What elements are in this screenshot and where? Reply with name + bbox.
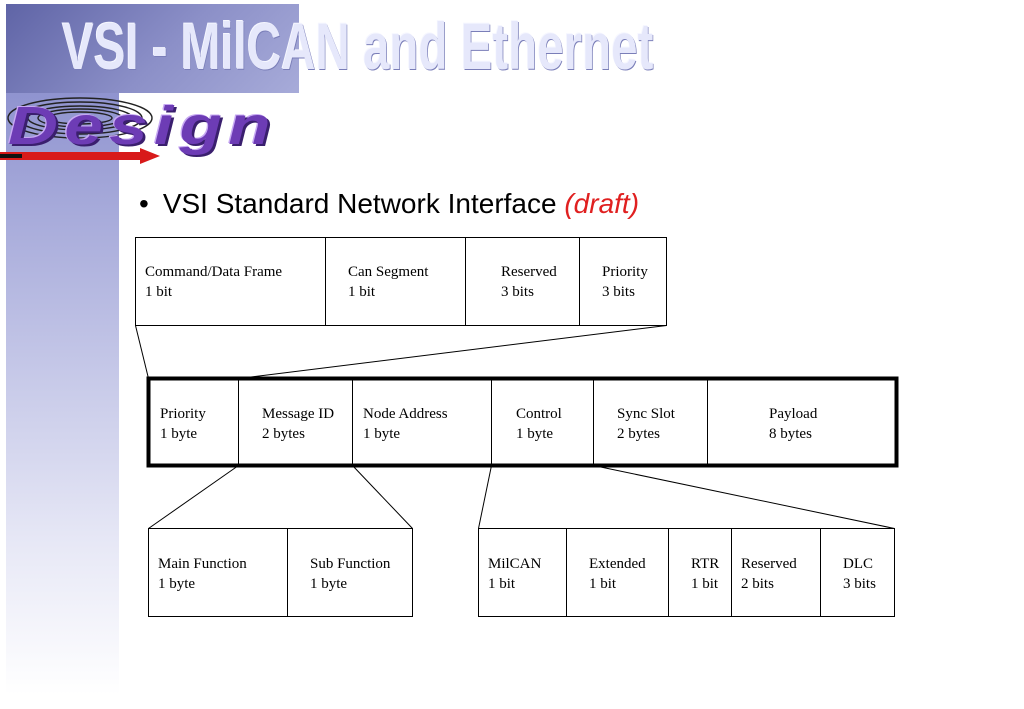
arrow-icon <box>0 148 160 164</box>
sidebar-gradient <box>6 90 119 695</box>
bullet-icon: • <box>139 188 149 219</box>
field-milcan: MilCAN 1 bit <box>488 554 541 594</box>
field-reserved: Reserved 3 bits <box>501 262 557 302</box>
priority-field-box <box>135 237 667 326</box>
field-size: 1 byte <box>310 576 348 592</box>
message-id-box <box>148 528 413 617</box>
field-name: Node Address <box>363 406 448 422</box>
field-name: Sub Function <box>310 556 391 572</box>
field-name: Priority <box>602 264 648 280</box>
field-priority: Priority 1 byte <box>160 404 206 444</box>
field-size: 2 bytes <box>262 426 305 442</box>
field-size: 1 bit <box>145 284 173 300</box>
field-name: Extended <box>589 556 646 572</box>
draft-label: (draft) <box>564 188 640 219</box>
field-priority-bits: Priority 3 bits <box>602 262 648 302</box>
field-dlc: DLC 3 bits <box>843 554 876 594</box>
connector-lines <box>135 325 895 529</box>
field-name: RTR <box>691 556 720 572</box>
field-size: 1 bit <box>589 576 617 592</box>
control-box <box>478 528 895 617</box>
field-can-segment: Can Segment 1 bit <box>348 262 428 302</box>
field-name: Command/Data Frame <box>145 264 283 280</box>
field-name: Main Function <box>158 556 247 572</box>
field-size: 2 bytes <box>617 426 660 442</box>
field-size: 1 byte <box>516 426 554 442</box>
field-name: Message ID <box>262 406 335 422</box>
field-size: 3 bits <box>501 284 534 300</box>
field-name: MilCAN <box>488 556 542 572</box>
title-background <box>6 4 299 93</box>
field-name: DLC <box>843 556 873 572</box>
field-name: Payload <box>769 406 818 422</box>
field-control: Control 1 byte <box>516 404 562 444</box>
field-name: Can Segment <box>348 264 429 280</box>
field-size: 1 bit <box>348 284 376 300</box>
field-reserved-control: Reserved 2 bits <box>741 554 797 594</box>
field-size: 1 byte <box>363 426 401 442</box>
field-size: 1 bit <box>488 576 516 592</box>
field-node-address: Node Address 1 byte <box>363 404 448 444</box>
bullet-item: • VSI Standard Network Interface (draft) <box>139 188 639 220</box>
swirl-logo-icon <box>0 97 160 164</box>
field-size: 3 bits <box>843 576 876 592</box>
field-name: Reserved <box>741 556 797 572</box>
field-name: Reserved <box>501 264 557 280</box>
field-size: 2 bits <box>741 576 774 592</box>
field-extended: Extended 1 bit <box>589 554 646 594</box>
field-payload: Payload 8 bytes <box>769 404 817 444</box>
field-sync-slot: Sync Slot 2 bytes <box>617 404 675 444</box>
field-name: Sync Slot <box>617 406 675 422</box>
field-name: Control <box>516 406 562 422</box>
field-size: 3 bits <box>602 284 635 300</box>
field-main-function: Main Function 1 byte <box>158 554 247 594</box>
field-size: 8 bytes <box>769 426 812 442</box>
field-size: 1 byte <box>158 576 196 592</box>
bullet-text: VSI Standard Network Interface <box>162 188 557 219</box>
field-name: Priority <box>160 406 206 422</box>
frame-box <box>146 376 899 468</box>
field-size: 1 bit <box>691 576 719 592</box>
field-message-id: Message ID 2 bytes <box>262 404 334 444</box>
slide-title: VSI - MilCAN and Ethernet <box>62 9 654 83</box>
field-rtr: RTR 1 bit <box>691 554 719 594</box>
field-size: 1 byte <box>160 426 198 442</box>
field-sub-function: Sub Function 1 byte <box>310 554 390 594</box>
field-command-data-frame: Command/Data Frame 1 bit <box>145 262 282 302</box>
section-title: Design <box>8 96 277 156</box>
